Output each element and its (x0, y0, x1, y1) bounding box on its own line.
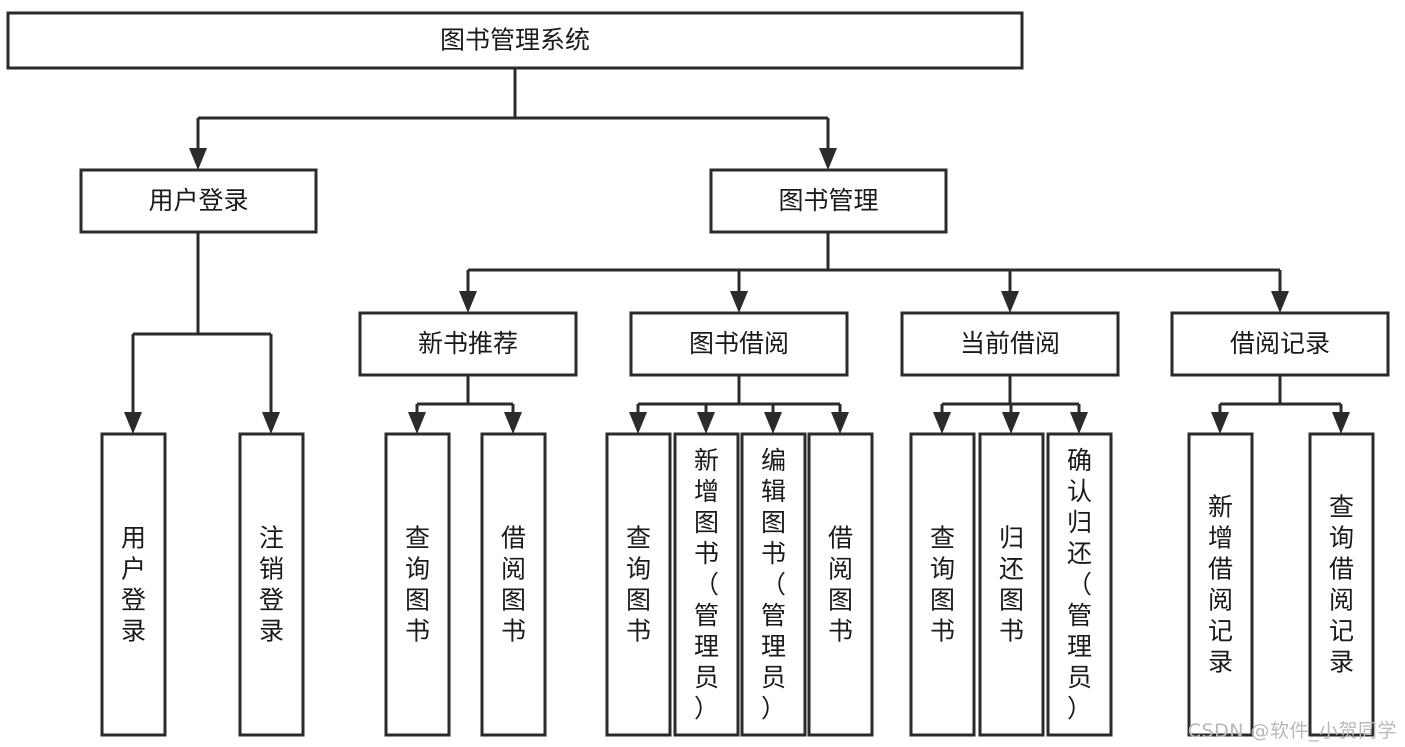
node-label-book-manage: 图书管理 (778, 186, 878, 215)
node-label-leaf-borrow-book-2: 借阅图书 (828, 524, 853, 646)
node-leaf-borrow-book-1[interactable]: 借阅图书 (480, 432, 547, 737)
connector-book-manage-to-level3 (459, 232, 1289, 313)
node-leaf-query-book-2[interactable]: 查询图书 (605, 432, 672, 737)
arrow-head-icon (831, 412, 849, 434)
node-box-leaf-query-book-2[interactable] (605, 432, 672, 737)
arrow-head-icon (764, 412, 782, 434)
node-leaf-query-book-3[interactable]: 查询图书 (909, 432, 976, 737)
connector-user-login-to-leaves (124, 232, 280, 434)
arrow-head-icon (124, 412, 142, 434)
node-box-leaf-user-login[interactable] (100, 432, 167, 737)
node-book-manage[interactable]: 图书管理 (709, 168, 948, 234)
node-label-book-borrow: 图书借阅 (689, 329, 789, 358)
arrow-head-icon (262, 412, 280, 434)
connector-borrow-record-to-leaves (1211, 375, 1350, 434)
node-label-leaf-logout: 注销登录 (259, 524, 284, 646)
node-box-leaf-edit-book[interactable] (740, 432, 807, 737)
node-box-user-login[interactable] (79, 168, 318, 234)
arrow-head-icon (459, 291, 477, 313)
node-label-leaf-borrow-book-1: 借阅图书 (501, 524, 526, 646)
node-box-leaf-logout[interactable] (238, 432, 305, 737)
arrow-head-icon (1002, 412, 1020, 434)
node-leaf-user-login[interactable]: 用户登录 (100, 432, 167, 737)
node-label-leaf-query-record: 查询借阅记录 (1329, 493, 1354, 677)
connector-current-borrow-to-leaves (933, 375, 1088, 434)
node-box-leaf-confirm-return[interactable] (1046, 432, 1113, 737)
node-label-leaf-query-book-1: 查询图书 (405, 524, 430, 646)
connector-layer (124, 68, 1350, 434)
node-leaf-edit-book[interactable]: 编辑图书（管理员） (740, 432, 807, 737)
node-box-book-manage[interactable] (709, 168, 948, 234)
arrow-head-icon (189, 148, 207, 170)
arrow-head-icon (697, 412, 715, 434)
node-box-root[interactable] (6, 11, 1024, 70)
arrow-head-icon (1001, 291, 1019, 313)
node-box-leaf-query-record[interactable] (1308, 432, 1375, 737)
arrow-head-icon (1332, 412, 1350, 434)
node-box-borrow-record[interactable] (1170, 311, 1390, 377)
node-leaf-query-book-1[interactable]: 查询图书 (384, 432, 451, 737)
node-current-borrow[interactable]: 当前借阅 (900, 311, 1120, 377)
node-borrow-record[interactable]: 借阅记录 (1170, 311, 1390, 377)
arrow-head-icon (819, 148, 837, 170)
node-label-root: 图书管理系统 (440, 26, 590, 55)
node-label-leaf-confirm-return: 确认归还（管理员） (1067, 446, 1092, 723)
node-box-leaf-add-book[interactable] (673, 432, 740, 737)
node-box-new-book-rec[interactable] (358, 311, 578, 377)
node-leaf-query-record[interactable]: 查询借阅记录 (1308, 432, 1375, 737)
node-layer: 图书管理系统用户登录图书管理新书推荐图书借阅当前借阅借阅记录用户登录注销登录查询… (6, 11, 1390, 737)
node-label-leaf-edit-book: 编辑图书（管理员） (761, 446, 786, 723)
node-label-leaf-add-book: 新增图书（管理员） (694, 446, 719, 723)
node-label-leaf-add-record: 新增借阅记录 (1208, 493, 1233, 677)
arrow-head-icon (504, 412, 522, 434)
arrow-head-icon (1211, 412, 1229, 434)
node-leaf-logout[interactable]: 注销登录 (238, 432, 305, 737)
node-label-borrow-record: 借阅记录 (1230, 329, 1330, 358)
node-label-leaf-return-book: 归还图书 (999, 524, 1024, 646)
node-label-current-borrow: 当前借阅 (960, 329, 1060, 358)
node-label-user-login: 用户登录 (148, 186, 248, 215)
node-label-new-book-rec: 新书推荐 (418, 329, 518, 358)
arrow-head-icon (629, 412, 647, 434)
node-new-book-rec[interactable]: 新书推荐 (358, 311, 578, 377)
node-box-leaf-query-book-3[interactable] (909, 432, 976, 737)
node-root[interactable]: 图书管理系统 (6, 11, 1024, 70)
node-box-current-borrow[interactable] (900, 311, 1120, 377)
node-leaf-add-book[interactable]: 新增图书（管理员） (673, 432, 740, 737)
node-label-leaf-user-login: 用户登录 (121, 524, 146, 646)
node-leaf-return-book[interactable]: 归还图书 (978, 432, 1045, 737)
node-box-leaf-add-record[interactable] (1187, 432, 1254, 737)
node-label-leaf-query-book-2: 查询图书 (626, 524, 651, 646)
arrow-head-icon (1271, 291, 1289, 313)
node-box-leaf-borrow-book-2[interactable] (807, 432, 874, 737)
node-box-leaf-return-book[interactable] (978, 432, 1045, 737)
connector-book-borrow-to-leaves (629, 375, 849, 434)
arrow-head-icon (1070, 412, 1088, 434)
node-box-book-borrow[interactable] (629, 311, 849, 377)
node-leaf-confirm-return[interactable]: 确认归还（管理员） (1046, 432, 1113, 737)
node-box-leaf-query-book-1[interactable] (384, 432, 451, 737)
arrow-head-icon (730, 291, 748, 313)
node-book-borrow[interactable]: 图书借阅 (629, 311, 849, 377)
node-box-leaf-borrow-book-1[interactable] (480, 432, 547, 737)
connector-root-to-level2 (189, 68, 837, 170)
node-leaf-borrow-book-2[interactable]: 借阅图书 (807, 432, 874, 737)
arrow-head-icon (408, 412, 426, 434)
node-label-leaf-query-book-3: 查询图书 (930, 524, 955, 646)
node-leaf-add-record[interactable]: 新增借阅记录 (1187, 432, 1254, 737)
node-user-login[interactable]: 用户登录 (79, 168, 318, 234)
connector-new-book-rec-to-leaves (408, 375, 522, 434)
arrow-head-icon (933, 412, 951, 434)
